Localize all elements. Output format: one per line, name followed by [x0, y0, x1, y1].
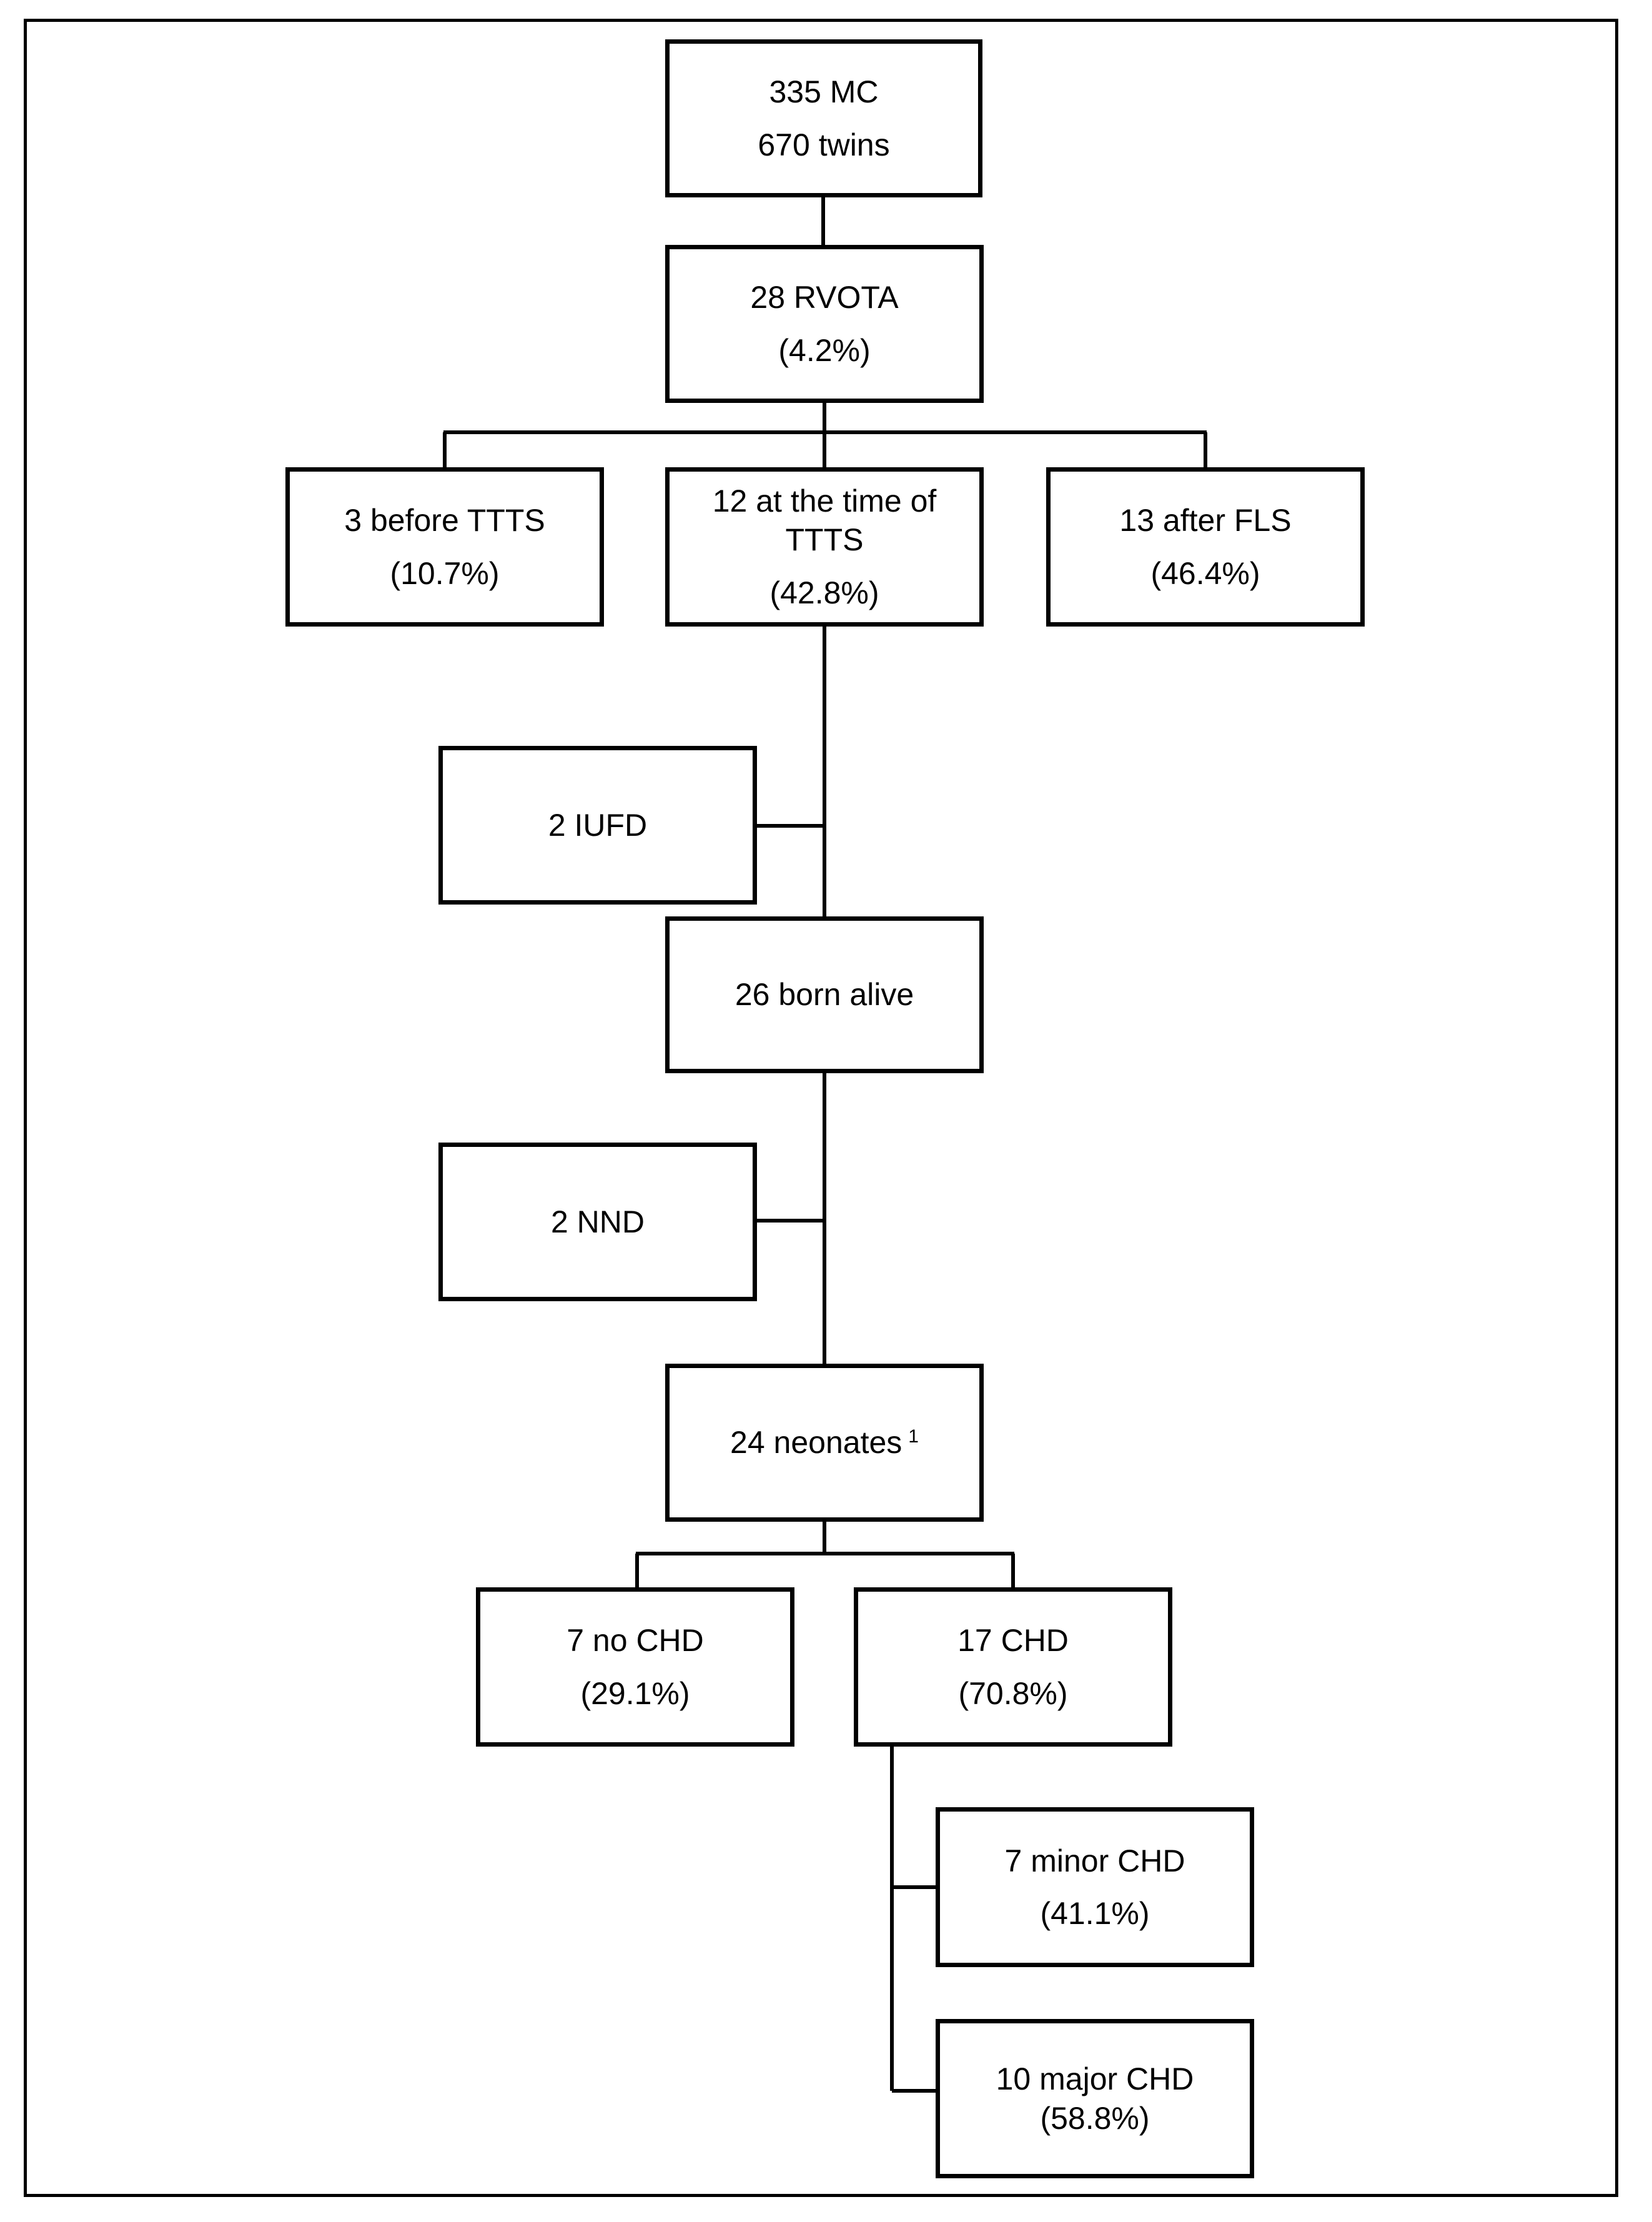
rvota-label: 28 RVOTA — [750, 280, 899, 315]
minor-chd-label: 7 minor CHD — [1004, 1843, 1185, 1878]
major-chd-label: 10 major CHD — [996, 2061, 1194, 2096]
at-ttts-percent: (42.8%) — [769, 575, 879, 610]
connector-rvota-stage-branch — [443, 403, 1207, 467]
neonates-label: 24 neonates — [730, 1425, 903, 1461]
after-fls-percent: (46.4%) — [1150, 555, 1260, 591]
after-fls-label: 13 after FLS — [1119, 503, 1292, 538]
minor-chd-percent: (41.1%) — [1040, 1896, 1150, 1931]
at-ttts-label-cont: TTTS — [785, 522, 864, 558]
no-chd-percent: (29.1%) — [580, 1675, 690, 1711]
no-chd-label: 7 no CHD — [566, 1623, 704, 1658]
diagram-frame — [24, 19, 1618, 2197]
major-chd-percent: (58.8%) — [1040, 2100, 1150, 2136]
born-alive-box: 26 born alive — [665, 916, 984, 1073]
nnd-box: 2 NND — [438, 1143, 757, 1301]
chd-label: 17 CHD — [957, 1623, 1069, 1658]
at-ttts-box: 12 at the time of TTTS (42.8%) — [665, 467, 984, 627]
total-label: 335 MC — [769, 74, 879, 109]
chd-percent: (70.8%) — [958, 1675, 1068, 1711]
before-ttts-box: 3 before TTTS (10.7%) — [285, 467, 604, 627]
rvota-box: 28 RVOTA (4.2%) — [665, 245, 984, 403]
nnd-label: 2 NND — [550, 1204, 645, 1239]
total-twins-label: 670 twins — [758, 127, 890, 162]
before-ttts-label: 3 before TTTS — [344, 503, 545, 538]
neonates-footnote: 1 — [908, 1426, 919, 1447]
chd-box: 17 CHD (70.8%) — [854, 1587, 1172, 1747]
connector-chd-severity — [890, 1747, 936, 2093]
total-twins-box: 335 MC 670 twins — [665, 39, 982, 197]
no-chd-box: 7 no CHD (29.1%) — [476, 1587, 794, 1747]
born-alive-label: 26 born alive — [734, 977, 914, 1013]
before-ttts-percent: (10.7%) — [390, 555, 500, 591]
iufd-box: 2 IUFD — [438, 746, 757, 905]
iufd-label: 2 IUFD — [548, 807, 648, 843]
at-ttts-label: 12 at the time of — [712, 483, 937, 518]
rvota-percent: (4.2%) — [778, 332, 871, 368]
connector-neonates-chd-branch — [635, 1522, 1015, 1587]
after-fls-box: 13 after FLS (46.4%) — [1046, 467, 1365, 627]
minor-chd-box: 7 minor CHD (41.1%) — [936, 1807, 1254, 1967]
major-chd-box: 10 major CHD (58.8%) — [936, 2019, 1254, 2178]
